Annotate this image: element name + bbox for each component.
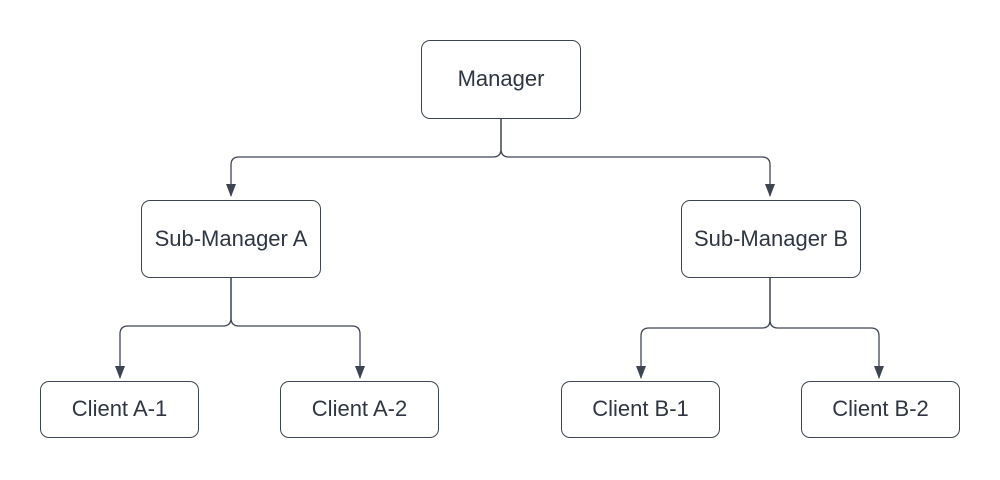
node-client-b1[interactable]: Client B-1 (561, 381, 720, 438)
node-client-a2-label: Client A-2 (311, 396, 408, 422)
node-client-a2[interactable]: Client A-2 (280, 381, 439, 438)
connector-manager-to-sub-manager-a (226, 119, 502, 197)
connector-sub-manager-a-to-client-a1 (115, 278, 232, 379)
node-client-a1[interactable]: Client A-1 (40, 381, 199, 438)
node-manager-label: Manager (457, 66, 545, 92)
connector-sub-manager-a-to-client-a2 (230, 278, 365, 379)
node-client-a1-label: Client A-1 (71, 396, 168, 422)
node-sub-manager-b-label: Sub-Manager B (693, 225, 849, 251)
connector-sub-manager-b-to-client-b2 (769, 278, 884, 379)
node-manager[interactable]: Manager (421, 40, 581, 119)
node-client-b2[interactable]: Client B-2 (801, 381, 960, 438)
connector-sub-manager-b-to-client-b1 (636, 278, 771, 379)
node-sub-manager-a-label: Sub-Manager A (154, 225, 308, 251)
node-sub-manager-b[interactable]: Sub-Manager B (681, 200, 861, 278)
node-sub-manager-a[interactable]: Sub-Manager A (141, 200, 321, 278)
node-client-b1-label: Client B-1 (592, 396, 689, 422)
connector-manager-to-sub-manager-b (500, 119, 775, 197)
node-client-b2-label: Client B-2 (832, 396, 929, 422)
